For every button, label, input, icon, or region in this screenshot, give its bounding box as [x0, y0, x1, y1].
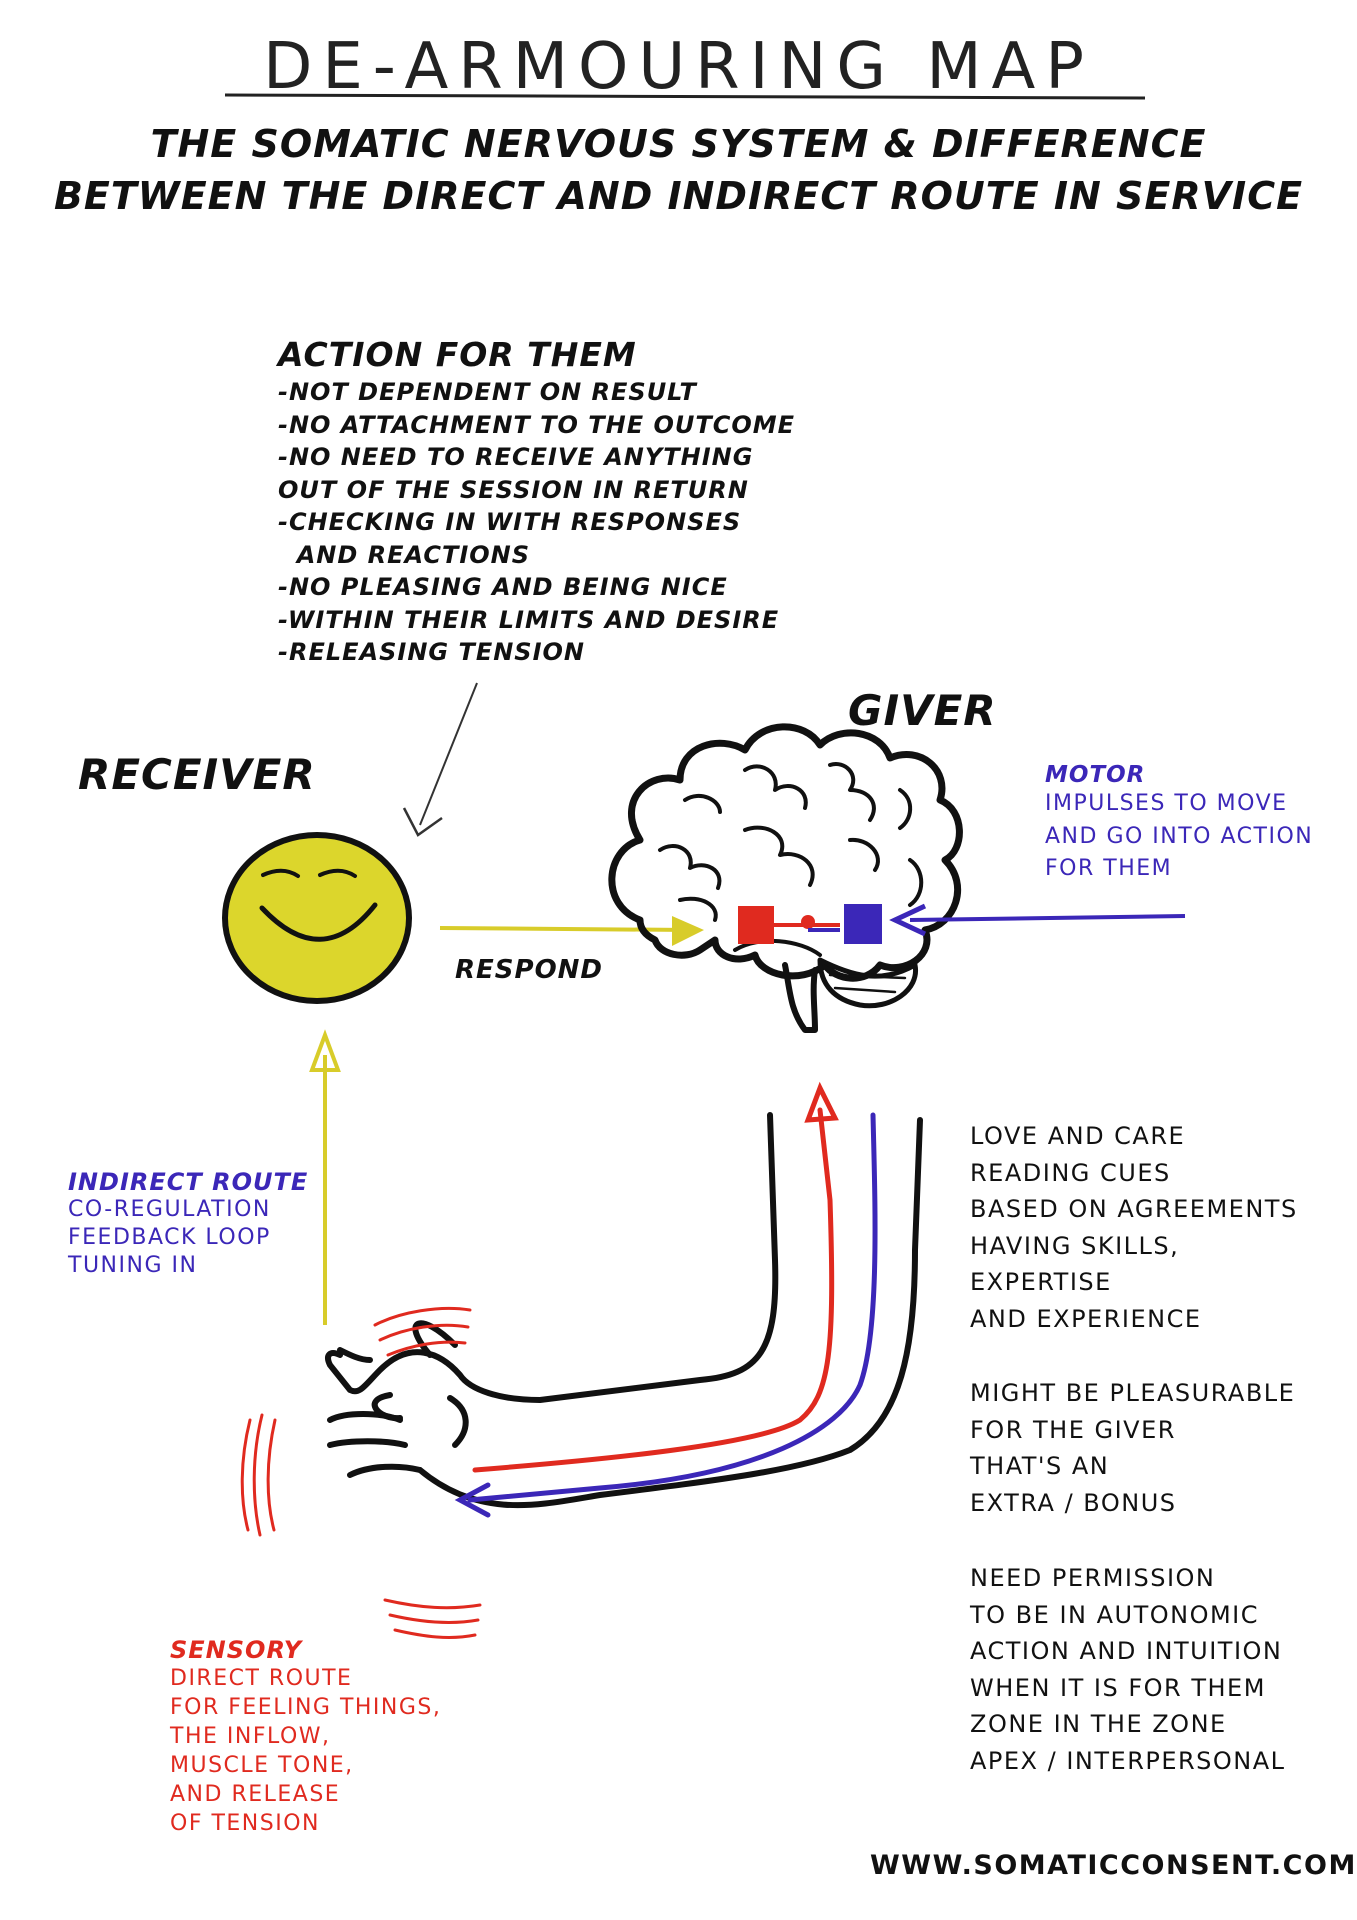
note-line: EXTRA / BONUS	[970, 1488, 1177, 1517]
motor-line: AND GO INTO ACTION	[1045, 823, 1314, 849]
indirect-route-line: CO-REGULATION	[68, 1197, 271, 1222]
brain-icon	[608, 723, 963, 1033]
list-item: -NO NEED TO RECEIVE ANYTHING	[278, 443, 754, 471]
note-line: AND EXPERIENCE	[970, 1304, 1202, 1333]
sensory-line: OF TENSION	[170, 1811, 320, 1836]
indirect-route-line: TUNING IN	[68, 1253, 198, 1278]
pointer-arrow	[402, 682, 478, 837]
note-line: ACTION AND INTUITION	[970, 1637, 1283, 1665]
list-item: -NO ATTACHMENT TO THE OUTCOME	[278, 410, 796, 439]
motor-line: FOR THEM	[1045, 856, 1173, 881]
note-line: TO BE IN AUTONOMIC	[970, 1600, 1260, 1629]
indirect-route-block: INDIRECT ROUTE CO-REGULATION FEEDBACK LO…	[68, 1168, 308, 1280]
indirect-route-heading: INDIRECT ROUTE	[68, 1168, 309, 1196]
note-line: FOR THE GIVER	[970, 1415, 1176, 1444]
motor-block: MOTOR IMPULSES TO MOVE AND GO INTO ACTIO…	[1045, 762, 1313, 886]
page-title: DE-ARMOURING MAP	[263, 30, 1094, 104]
indirect-route-arrow	[309, 1029, 341, 1325]
motor-nerve-arrow	[454, 1112, 878, 1518]
note-line: NEED PERMISSION	[970, 1564, 1216, 1592]
receiver-face-icon	[222, 832, 412, 1004]
list-item: -NO PLEASING AND BEING NICE	[278, 573, 728, 601]
motor-arrow	[889, 903, 1186, 937]
note-line: ZONE IN THE ZONE	[970, 1710, 1227, 1738]
brain-circuit	[738, 904, 882, 944]
notes-block-3: NEED PERMISSION TO BE IN AUTONOMIC ACTIO…	[970, 1560, 1286, 1779]
note-line: MIGHT BE PLEASURABLE	[970, 1379, 1296, 1407]
subtitle-line-2: BETWEEN THE DIRECT AND INDIRECT ROUTE IN…	[53, 174, 1304, 218]
list-item: -CHECKING IN WITH RESPONSES	[278, 508, 742, 536]
sensory-nerve-arrow	[472, 1081, 839, 1473]
sensory-line: THE INFLOW,	[170, 1724, 331, 1749]
sensory-block: SENSORY DIRECT ROUTE FOR FEELING THINGS,…	[170, 1636, 441, 1838]
note-line: APEX / INTERPERSONAL	[970, 1746, 1286, 1775]
giver-label: GIVER	[848, 686, 997, 735]
note-line: THAT'S AN	[970, 1452, 1110, 1480]
note-line: EXPERTISE	[970, 1268, 1112, 1296]
respond-label: RESPOND	[455, 955, 604, 985]
sensory-line: MUSCLE TONE,	[170, 1753, 354, 1778]
note-line: HAVING SKILLS,	[970, 1231, 1180, 1260]
footer-url: WWW.SOMATICCONSENT.COM	[870, 1850, 1357, 1881]
list-item: AND REACTIONS	[278, 540, 531, 569]
note-line: BASED ON AGREEMENTS	[970, 1195, 1298, 1223]
subtitle-line-1: THE SOMATIC NERVOUS SYSTEM & DIFFERENCE	[150, 122, 1207, 166]
sensory-line: FOR FEELING THINGS,	[170, 1695, 442, 1720]
note-line: WHEN IT IS FOR THEM	[970, 1673, 1266, 1702]
list-item: -NOT DEPENDENT ON RESULT	[278, 378, 697, 406]
respond-arrow	[439, 916, 704, 946]
notes-block-2: MIGHT BE PLEASURABLE FOR THE GIVER THAT'…	[970, 1375, 1295, 1521]
motor-line: IMPULSES TO MOVE	[1045, 791, 1288, 816]
sensory-line: DIRECT ROUTE	[170, 1666, 353, 1691]
receiver-label: RECEIVER	[78, 750, 316, 799]
notes-block-1: LOVE AND CARE READING CUES BASED ON AGRE…	[970, 1118, 1298, 1337]
action-for-them-block: ACTION FOR THEM -NOT DEPENDENT ON RESULT…	[278, 335, 795, 669]
sensory-line: AND RELEASE	[170, 1782, 341, 1807]
action-for-them-heading: ACTION FOR THEM	[278, 335, 637, 374]
note-line: LOVE AND CARE	[970, 1122, 1186, 1150]
list-item: -WITHIN THEIR LIMITS AND DESIRE	[278, 605, 780, 634]
note-line: READING CUES	[970, 1158, 1171, 1187]
action-for-them-list: -NOT DEPENDENT ON RESULT -NO ATTACHMENT …	[278, 376, 795, 669]
title-underline	[224, 93, 1146, 100]
list-item: OUT OF THE SESSION IN RETURN	[278, 475, 749, 504]
sensory-heading: SENSORY	[170, 1636, 303, 1664]
indirect-route-line: FEEDBACK LOOP	[68, 1225, 271, 1250]
list-item: -RELEASING TENSION	[278, 638, 586, 666]
vibration-lines	[240, 1306, 482, 1639]
motor-heading: MOTOR	[1045, 762, 1146, 788]
